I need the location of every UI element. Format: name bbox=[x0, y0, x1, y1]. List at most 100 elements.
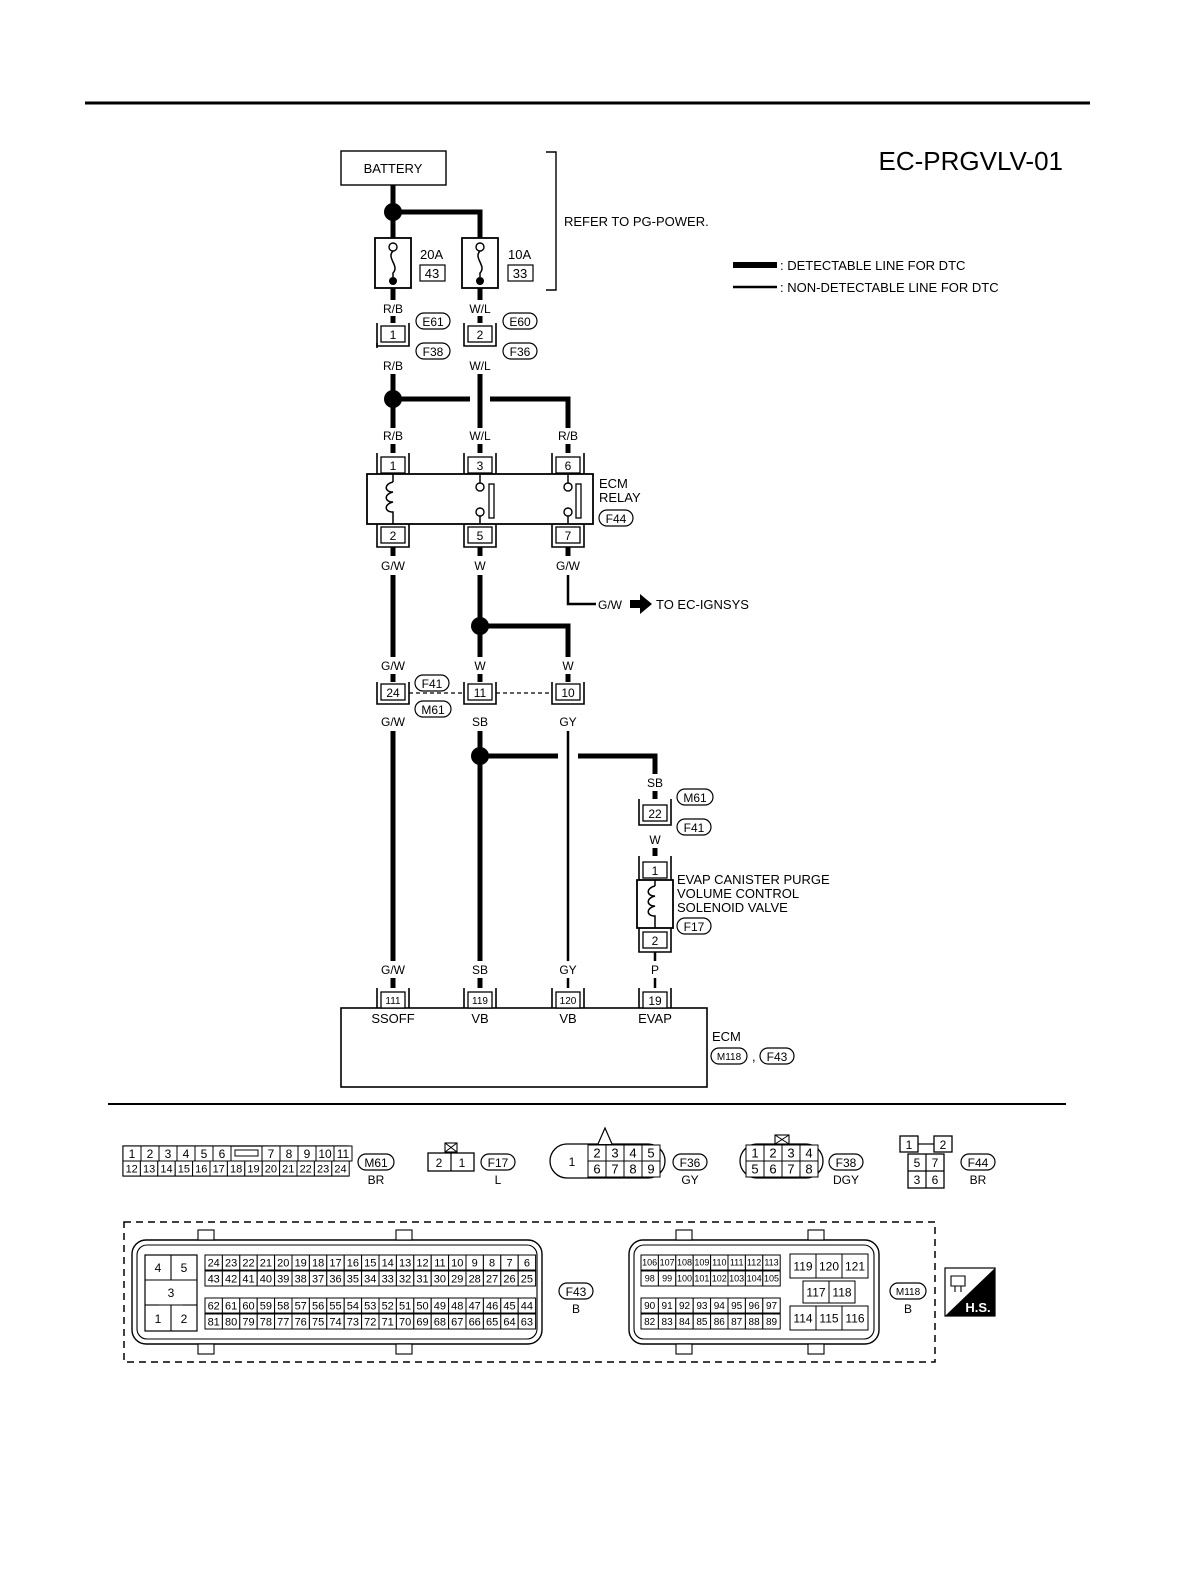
fuse-10a-num: 33 bbox=[513, 266, 527, 281]
conn-label-m118: M118 bbox=[717, 1052, 742, 1063]
f43-pin-76: 76 bbox=[295, 1316, 307, 1328]
ecm-pin-box-19 bbox=[642, 991, 668, 1009]
relay-top-pins: 1 3 6 bbox=[376, 453, 585, 474]
f43-pin-6-cell bbox=[517, 1254, 537, 1271]
f43-pin-11: 11 bbox=[434, 1257, 445, 1269]
m118-pin-113: 113 bbox=[764, 1258, 778, 1268]
f43-pin-18: 18 bbox=[312, 1257, 324, 1269]
f38-pin-6: 6 bbox=[769, 1162, 776, 1177]
m118-pin-118-cell bbox=[828, 1280, 856, 1304]
f43-pin-31: 31 bbox=[416, 1273, 428, 1285]
view-tag-m61 bbox=[357, 1153, 395, 1171]
legend-non-detectable-text: : NON-DETECTABLE LINE FOR DTC bbox=[780, 280, 999, 295]
purge-valve-label-2: VOLUME CONTROL bbox=[677, 886, 799, 901]
m118-pin-90: 90 bbox=[644, 1301, 656, 1312]
m118-pin-102: 102 bbox=[712, 1274, 727, 1284]
wire-w-branch bbox=[480, 623, 571, 657]
f17-pin-1: 1 bbox=[459, 1156, 466, 1170]
ecm-relay-label-2: RELAY bbox=[599, 490, 641, 505]
m118-pin-95: 95 bbox=[731, 1301, 743, 1312]
f43-pin-29: 29 bbox=[451, 1273, 463, 1285]
ecm-pin-120: 120 bbox=[560, 996, 577, 1007]
pin-box-f41-10 bbox=[555, 683, 581, 701]
f43-pin-30: 30 bbox=[434, 1273, 446, 1285]
hs-badge-text: H.S. bbox=[965, 1300, 990, 1315]
view-tag-f36 bbox=[672, 1153, 708, 1171]
wire-color-rb-2: R/B bbox=[383, 359, 403, 373]
f43-pin-23: 23 bbox=[225, 1257, 237, 1269]
f43-pin-66: 66 bbox=[469, 1316, 481, 1328]
ecm-connector-frame bbox=[123, 1221, 936, 1363]
conn-tag-f17 bbox=[676, 917, 712, 935]
m118-pin-121: 121 bbox=[845, 1259, 865, 1273]
m61-pin-13: 13 bbox=[143, 1163, 155, 1175]
view-label-f44: F44 bbox=[968, 1156, 989, 1170]
f36-pin-6: 6 bbox=[593, 1162, 600, 1177]
view-label-m118: M118 bbox=[896, 1287, 921, 1298]
relay-pin-5: 5 bbox=[477, 529, 484, 543]
f43-pin-42: 42 bbox=[225, 1273, 237, 1285]
m118-pin-112: 112 bbox=[747, 1258, 761, 1268]
m61-pin-14: 14 bbox=[160, 1163, 172, 1175]
m61-pin-17: 17 bbox=[213, 1163, 225, 1175]
valve-pin-2: 2 bbox=[652, 934, 659, 948]
m61-pin-22: 22 bbox=[300, 1163, 312, 1175]
f43-pin-72: 72 bbox=[364, 1316, 376, 1328]
f43-pin-22: 22 bbox=[242, 1257, 254, 1269]
pin-box-e61-1 bbox=[380, 325, 406, 343]
ecm-terminal-ssoff: SSOFF bbox=[371, 1011, 414, 1026]
conn-label-f17: F17 bbox=[684, 920, 705, 934]
view-label-f43: F43 bbox=[566, 1285, 587, 1299]
view-label-f36: F36 bbox=[680, 1156, 701, 1170]
pin-e60-2: 2 bbox=[477, 328, 484, 342]
relay-pin-box-6 bbox=[555, 456, 581, 474]
purge-valve-label-3: SOLENOID VALVE bbox=[677, 900, 788, 915]
conn-tag-f36 bbox=[502, 342, 538, 360]
ecm-pin-box-119 bbox=[467, 991, 493, 1009]
f43-pin-28: 28 bbox=[469, 1273, 481, 1285]
f43-pin-75: 75 bbox=[312, 1316, 324, 1328]
relay-pin-box-2 bbox=[380, 526, 406, 544]
m61-pin-5: 5 bbox=[201, 1147, 208, 1161]
ecm-pin-19: 19 bbox=[648, 994, 662, 1008]
valve-pin-1: 1 bbox=[652, 864, 659, 878]
m118-pin-93: 93 bbox=[696, 1301, 708, 1312]
wire-color-w-2: W bbox=[474, 659, 486, 673]
m61-pin-8: 8 bbox=[286, 1147, 293, 1161]
f43-pin-70: 70 bbox=[399, 1316, 411, 1328]
conn-tag-m118 bbox=[710, 1047, 748, 1065]
relay-pin-box-7 bbox=[555, 526, 581, 544]
m118-pin-103: 103 bbox=[729, 1274, 744, 1284]
m118-pin-96: 96 bbox=[749, 1301, 761, 1312]
m118-pin-91: 91 bbox=[662, 1301, 674, 1312]
m118-pin-115-cell bbox=[815, 1305, 843, 1331]
legend-detectable-text: : DETECTABLE LINE FOR DTC bbox=[780, 258, 965, 273]
f44-pin-6: 6 bbox=[932, 1173, 939, 1187]
f43-pin-20: 20 bbox=[277, 1257, 289, 1269]
f43-pin-57: 57 bbox=[295, 1300, 307, 1312]
wire-color-w-3: W bbox=[562, 659, 574, 673]
f43-pin-12: 12 bbox=[416, 1257, 428, 1269]
wire-color-sb-3: SB bbox=[472, 963, 488, 977]
wire-color-w-4: W bbox=[649, 833, 661, 847]
connector-view-f44: 1 2 5 7 3 6 bbox=[899, 1135, 953, 1189]
f36-pin-4: 4 bbox=[629, 1146, 636, 1161]
m61-pin-19: 19 bbox=[247, 1163, 259, 1175]
conn-tag-f41 bbox=[414, 674, 450, 692]
ecm-conn-comma: , bbox=[752, 1049, 756, 1064]
f36-pin-9-cell bbox=[641, 1160, 661, 1178]
conn-tag-m61 bbox=[414, 700, 452, 718]
m118-pin-98: 98 bbox=[645, 1274, 655, 1284]
m118-pin-121-cell bbox=[841, 1253, 869, 1279]
m61-pin-2: 2 bbox=[147, 1147, 154, 1161]
f43-pin-62: 62 bbox=[208, 1300, 220, 1312]
m61-pin-16: 16 bbox=[195, 1163, 207, 1175]
m118-pin-116: 116 bbox=[845, 1311, 864, 1325]
f43-pin-71: 71 bbox=[382, 1316, 394, 1328]
m61-pin-20: 20 bbox=[265, 1163, 277, 1175]
ecm-body bbox=[340, 1007, 708, 1088]
f43-pin-7: 7 bbox=[506, 1257, 512, 1269]
valve-pin-box-1 bbox=[642, 861, 668, 879]
